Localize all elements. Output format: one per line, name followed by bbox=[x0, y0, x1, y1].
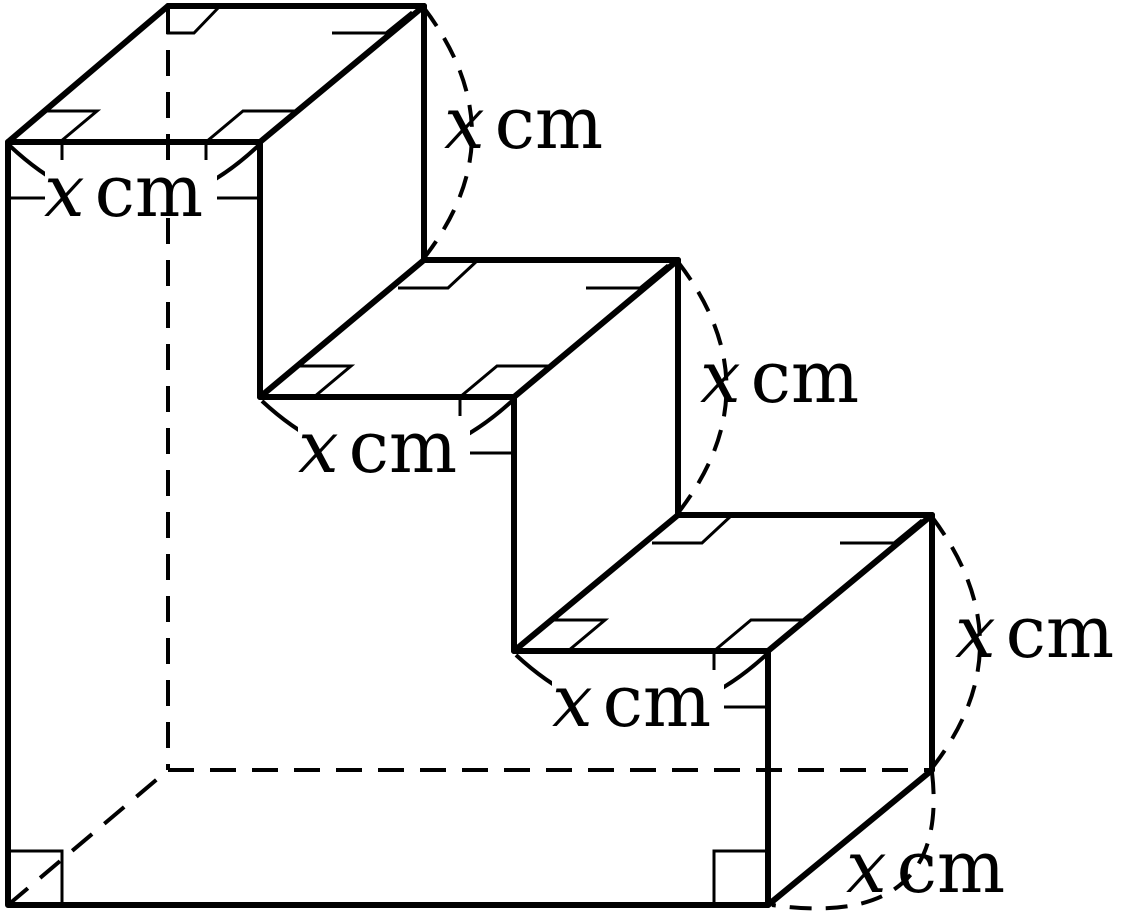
right-angle-mark bbox=[8, 849, 64, 905]
middle-step-height-arc bbox=[676, 260, 729, 515]
middle-tread-left-depth bbox=[257, 257, 427, 400]
top-step-height-arc bbox=[422, 6, 474, 260]
right-face-bottom-depth bbox=[765, 767, 935, 908]
depth-arc bbox=[771, 771, 936, 911]
right-angle-mark bbox=[205, 109, 295, 144]
right-angle-mark bbox=[297, 364, 356, 399]
middle-tread-right-depth bbox=[511, 257, 681, 400]
front-face-outline bbox=[5, 139, 771, 908]
bottom-tread-left-depth bbox=[511, 512, 681, 654]
right-angle-mark bbox=[45, 109, 102, 144]
right-angle-mark bbox=[459, 364, 549, 399]
right-angle-mark bbox=[551, 618, 610, 653]
right-angle-mark bbox=[840, 518, 923, 545]
bottom-step-height-arc bbox=[930, 515, 982, 770]
right-angle-mark bbox=[713, 618, 803, 653]
label-backdrop bbox=[552, 670, 724, 728]
label-backdrop bbox=[45, 160, 217, 218]
right-angle-mark bbox=[712, 849, 768, 905]
right-angle-mark bbox=[652, 513, 734, 545]
right-angle-mark bbox=[586, 263, 669, 290]
visible-edges bbox=[5, 3, 935, 908]
hidden-left-depth-edge bbox=[6, 768, 170, 907]
label-backdrop bbox=[298, 416, 470, 474]
bottom-tread-right-depth bbox=[765, 512, 935, 654]
right-angle-mark bbox=[398, 258, 480, 290]
hidden-edges bbox=[6, 8, 930, 907]
top-tread-left-depth bbox=[5, 3, 171, 145]
top-tread-right-depth bbox=[257, 3, 427, 145]
right-angle-mark bbox=[332, 10, 413, 35]
right-angle-mark bbox=[166, 4, 222, 35]
